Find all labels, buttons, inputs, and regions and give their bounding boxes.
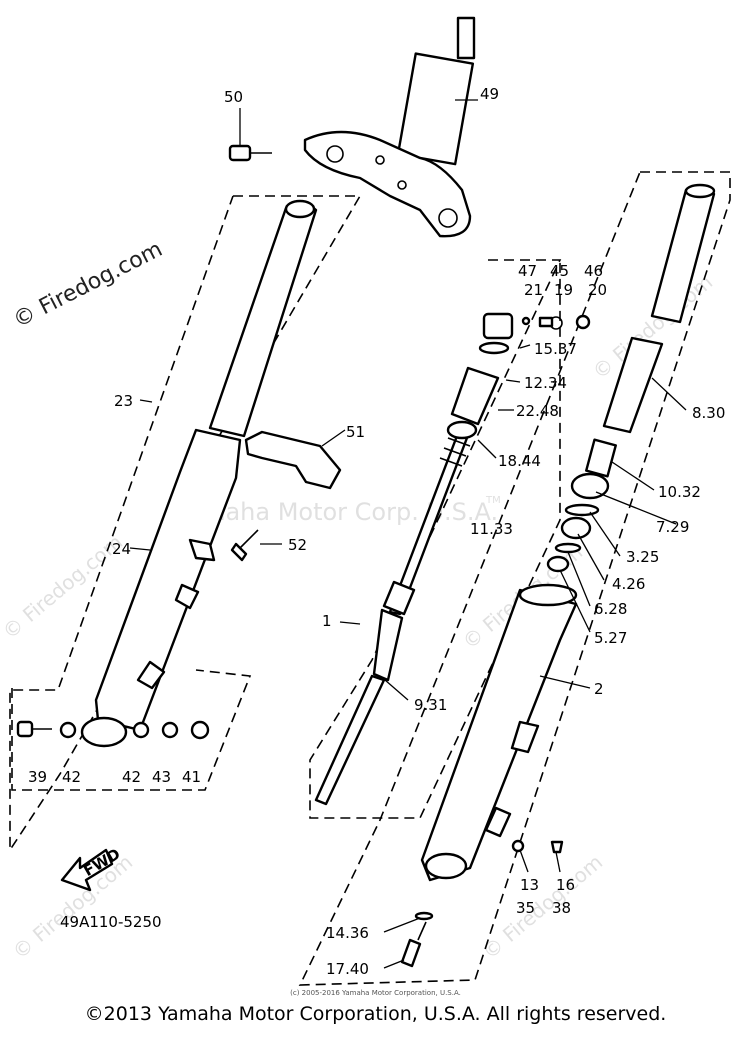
label-7-29: 7.29 <box>656 518 689 536</box>
label-20: 20 <box>588 281 607 299</box>
bottom-hardware <box>400 839 564 968</box>
bolt-part-50 <box>228 144 272 162</box>
label-17-40: 17.40 <box>326 960 369 978</box>
label-19: 19 <box>554 281 573 299</box>
label-51: 51 <box>346 423 365 441</box>
label-13: 13 <box>520 876 539 894</box>
label-12-34: 12.34 <box>524 374 567 392</box>
label-10-32: 10.32 <box>658 483 701 501</box>
label-43: 43 <box>152 768 171 786</box>
bolt-part-52 <box>230 529 259 562</box>
label-11-33: 11.33 <box>470 520 513 538</box>
label-1: 1 <box>322 612 332 630</box>
left-outer-tube-part <box>80 428 242 748</box>
right-fork-group-outline <box>298 171 731 986</box>
label-49: 49 <box>480 85 499 103</box>
spring-seat-part <box>446 420 478 440</box>
label-46: 46 <box>584 262 603 280</box>
label-23: 23 <box>114 392 133 410</box>
label-8-30: 8.30 <box>692 404 725 422</box>
label-2: 2 <box>594 680 604 698</box>
label-45: 45 <box>550 262 569 280</box>
label-42a: 42 <box>62 768 81 786</box>
watermark-site-faint: © Firedog.com <box>478 850 607 964</box>
left-fork-tube-part <box>208 199 318 438</box>
axle-hardware-left <box>16 720 210 740</box>
label-18-44: 18.44 <box>498 452 541 470</box>
left-hardware-group-outline <box>11 669 252 791</box>
circlip-part <box>478 341 510 355</box>
label-4-26: 4.26 <box>612 575 645 593</box>
spacer-pipe-part <box>450 366 500 426</box>
watermark-brand: Yamaha Motor Corp. U.S.A. <box>175 498 498 526</box>
part-labels: 49 50 23 51 24 52 39 42 42 43 41 47 21 4… <box>28 85 725 978</box>
left-fork-group-outline <box>9 195 362 853</box>
label-22-48: 22.48 <box>516 402 559 420</box>
watermark-tm: TM <box>485 495 501 506</box>
fork-cap-part <box>482 312 591 340</box>
label-14-36: 14.36 <box>326 924 369 942</box>
seal-stack-part <box>546 438 617 573</box>
fork-brace-part <box>244 430 342 490</box>
steering-stem-part <box>303 16 476 238</box>
label-39: 39 <box>28 768 47 786</box>
label-50: 50 <box>224 88 243 106</box>
label-42b: 42 <box>122 768 141 786</box>
label-21: 21 <box>524 281 543 299</box>
diagram-code: 49A110-5250 <box>60 913 162 931</box>
label-52: 52 <box>288 536 307 554</box>
label-35: 35 <box>516 899 535 917</box>
right-outer-tube-part <box>420 583 578 882</box>
label-41: 41 <box>182 768 201 786</box>
label-16: 16 <box>556 876 575 894</box>
label-47: 47 <box>518 262 537 280</box>
label-9-31: 9.31 <box>414 696 447 714</box>
right-inner-tube-part <box>602 183 716 434</box>
inner-parts-group-outline <box>309 259 562 819</box>
label-6-28: 6.28 <box>594 600 627 618</box>
copyright-footer: ©2013 Yamaha Motor Corporation, U.S.A. A… <box>84 1003 667 1025</box>
small-copyright: (c) 2005-2016 Yamaha Motor Corporation, … <box>290 989 461 997</box>
label-24: 24 <box>112 540 131 558</box>
damper-rod-part <box>314 426 472 806</box>
label-5-27: 5.27 <box>594 629 627 647</box>
label-38: 38 <box>552 899 571 917</box>
watermark-site: © Firedog.com <box>9 237 166 334</box>
leader-lines <box>129 99 687 969</box>
label-15-37: 15.37 <box>534 340 577 358</box>
label-3-25: 3.25 <box>626 548 659 566</box>
